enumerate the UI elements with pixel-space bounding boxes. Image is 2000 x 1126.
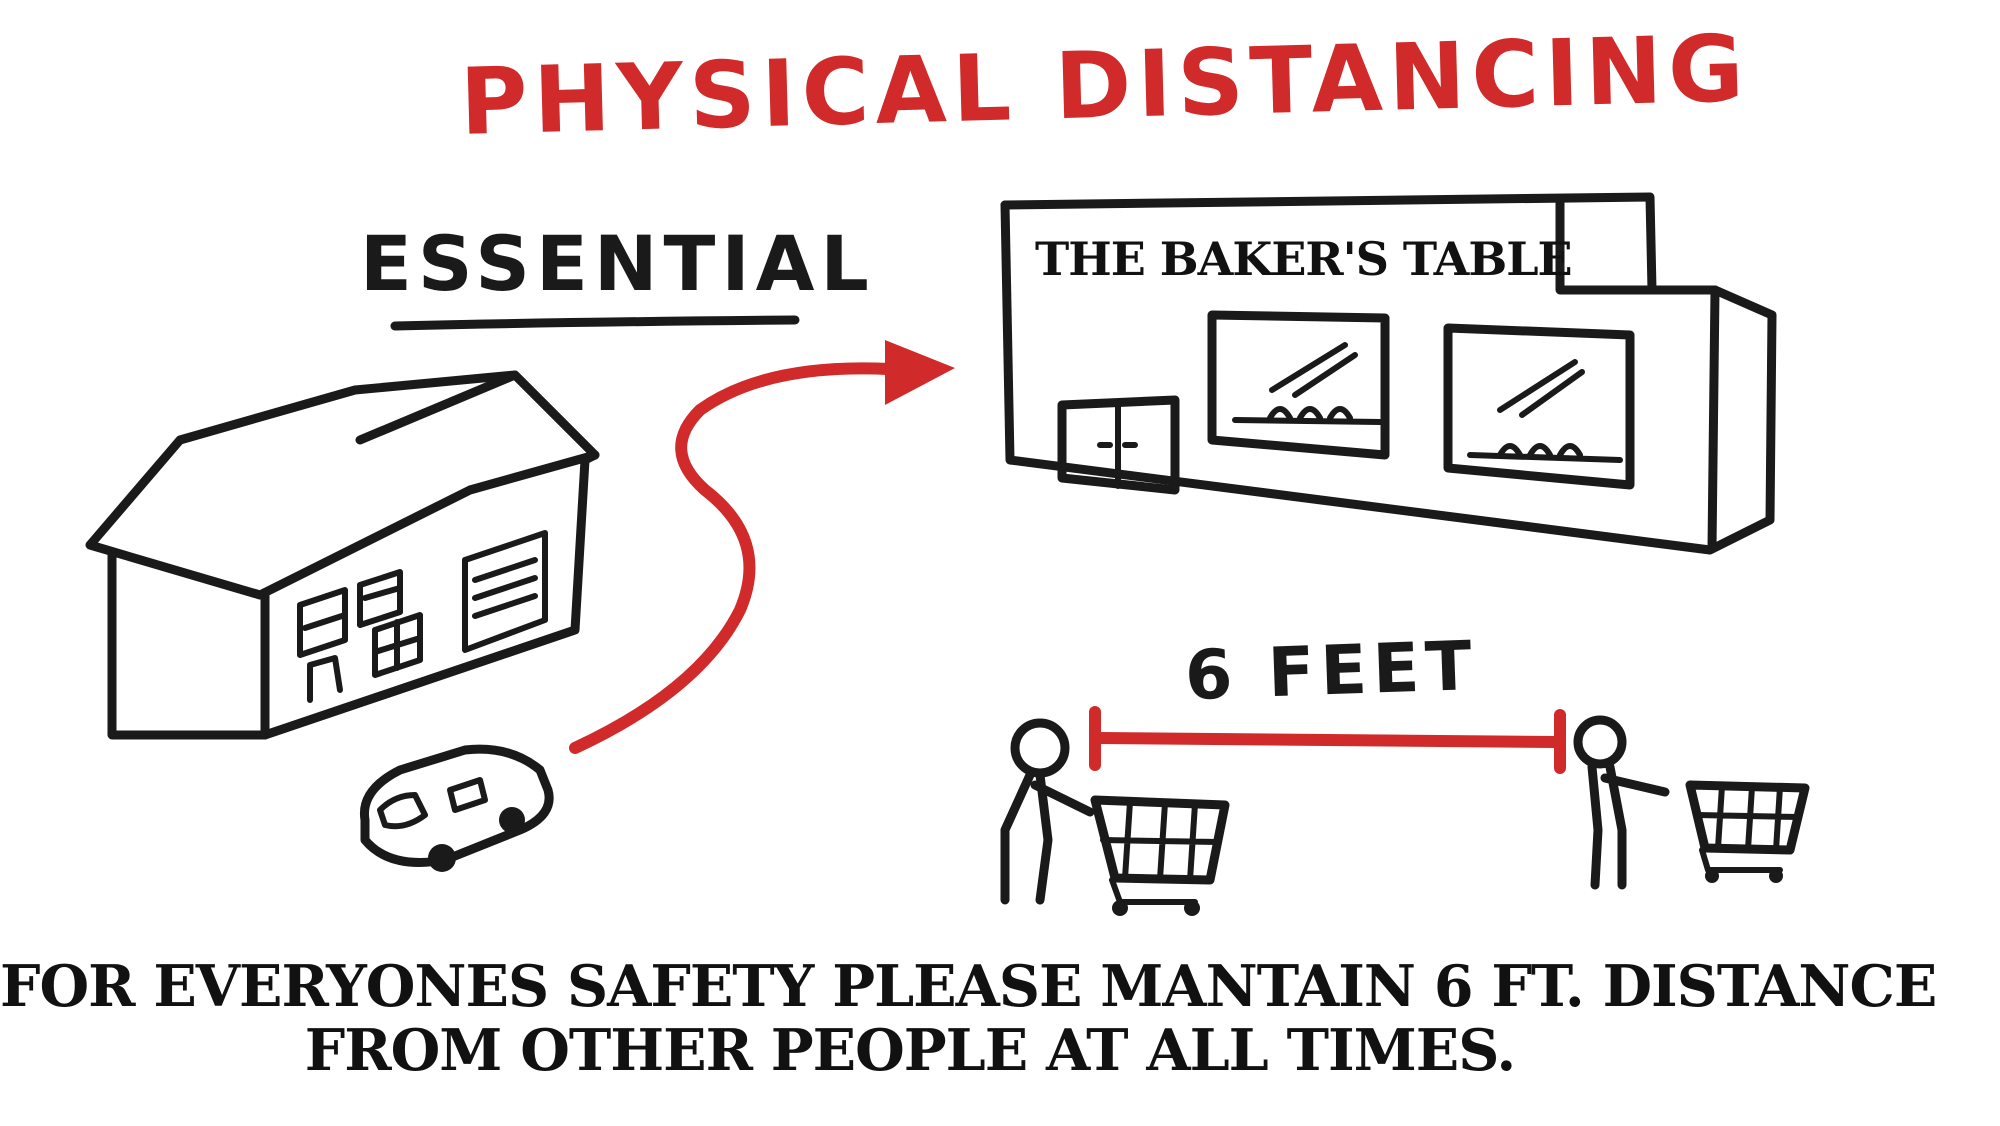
distance-marker: [1089, 706, 1566, 774]
route-arrow: [569, 362, 911, 754]
essential-underline: [390, 315, 800, 331]
car-drawing: [359, 744, 554, 872]
notice-line-2: FROM OTHER PEOPLE AT ALL TIMES.: [304, 1016, 1516, 1084]
distance-label: 6 FEET: [1183, 626, 1480, 717]
shopper-left: [1000, 718, 1230, 916]
safety-notice: FOR EVERYONES SAFETY PLEASE MANTAIN 6 FT…: [0, 953, 1937, 1084]
bakery-storefront: [1000, 192, 1777, 555]
arrow-head-icon: [885, 340, 955, 405]
shopper-right: [1573, 715, 1810, 890]
notice-line-1: FOR EVERYONES SAFETY PLEASE MANTAIN 6 FT…: [0, 953, 1937, 1020]
house-drawing: [85, 370, 600, 740]
essential-label: ESSENTIAL: [360, 219, 875, 308]
store-name: THE BAKER'S TABLE: [1035, 232, 1573, 286]
